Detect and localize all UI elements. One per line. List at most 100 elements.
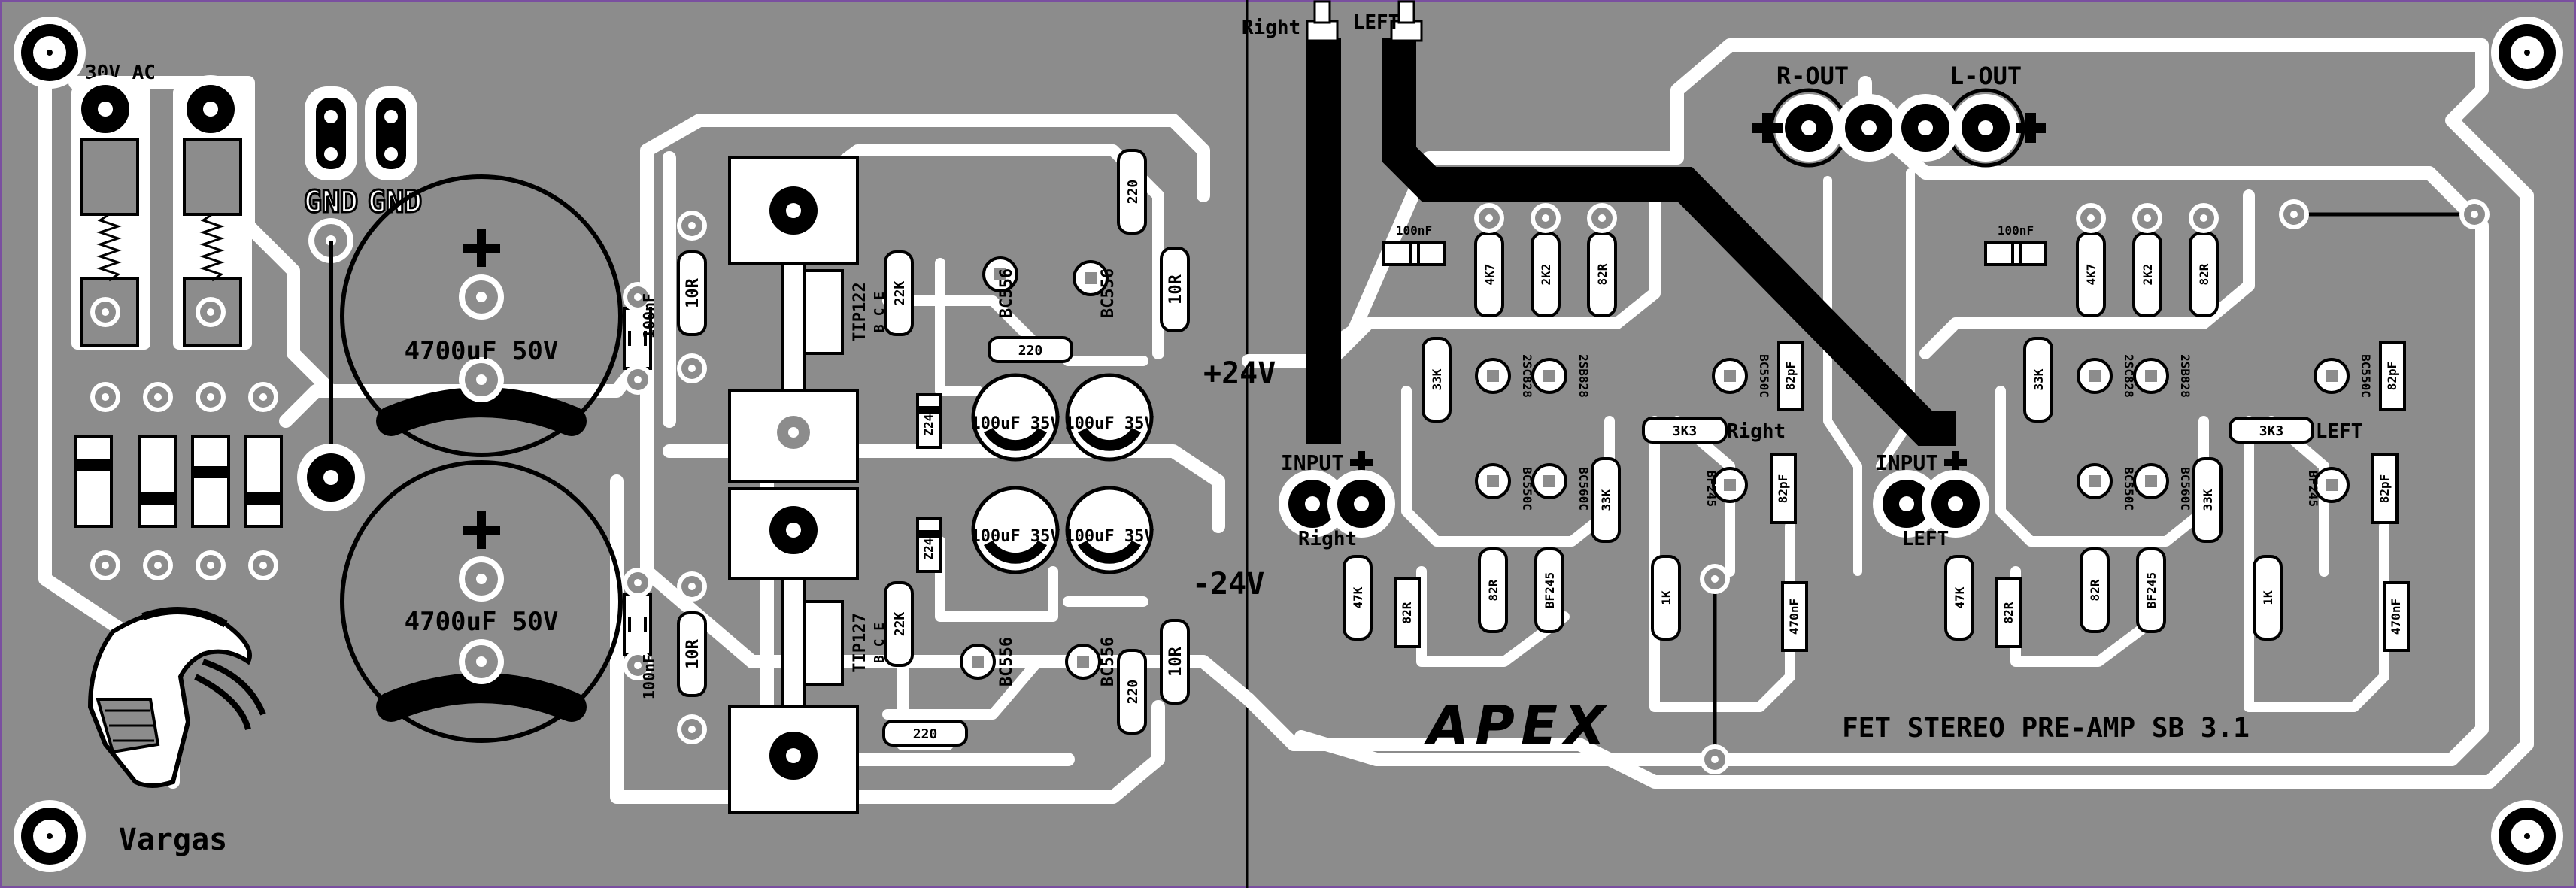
svg-text:47K: 47K — [1952, 586, 1967, 608]
svg-text:3K3: 3K3 — [1673, 423, 1698, 439]
mounting-hole-tl — [14, 17, 86, 89]
svg-text:220: 220 — [1125, 180, 1141, 205]
regulator-plus: 100nF 10R TIP122 B C E 22K BC556 BC556 2… — [623, 149, 1276, 483]
plus-rail-label: +24V — [1203, 356, 1276, 391]
svg-text:47K: 47K — [1351, 586, 1365, 608]
svg-text:100nF: 100nF — [1396, 223, 1432, 238]
svg-text:33K: 33K — [2031, 368, 2046, 390]
svg-text:BC556: BC556 — [1099, 637, 1118, 686]
cap-label-bottom: 4700uF 50V — [405, 607, 559, 637]
svg-text:2K2: 2K2 — [2141, 264, 2155, 286]
svg-text:B C E: B C E — [872, 623, 887, 663]
svg-text:BC560C: BC560C — [2178, 467, 2192, 511]
svg-text:BF245: BF245 — [2144, 572, 2159, 608]
brand-label: APEX — [1423, 694, 1611, 757]
svg-text:33K: 33K — [1599, 489, 1613, 511]
svg-text:82R: 82R — [2197, 263, 2211, 285]
cap-label-top: 4700uF 50V — [405, 336, 559, 366]
svg-text:2SC828: 2SC828 — [2122, 354, 2136, 398]
svg-text:220: 220 — [913, 726, 938, 742]
svg-text:100uF 35V: 100uF 35V — [1064, 527, 1154, 546]
output-wires — [1306, 0, 1956, 446]
svg-text:100nF: 100nF — [640, 293, 658, 338]
svg-text:220: 220 — [1125, 680, 1141, 705]
svg-text:BC556: BC556 — [997, 637, 1016, 686]
r-out-jack: R-OUT — [1752, 62, 1903, 168]
svg-text:100uF 35V: 100uF 35V — [970, 527, 1060, 546]
svg-text:100uF 35V: 100uF 35V — [970, 414, 1060, 433]
svg-text:BC560C: BC560C — [1576, 467, 1591, 511]
left-channel-label: LEFT — [1902, 528, 1949, 550]
svg-text:10R: 10R — [1167, 274, 1185, 304]
svg-text:100nF: 100nF — [640, 654, 658, 699]
svg-text:BC550C: BC550C — [1520, 467, 1534, 511]
svg-text:82R: 82R — [1486, 579, 1500, 601]
svg-text:2K2: 2K2 — [1539, 264, 1553, 286]
top-left-label: LEFT — [1353, 11, 1400, 34]
svg-text:1K: 1K — [2261, 590, 2275, 605]
gnd-label-2: GND — [368, 185, 422, 220]
svg-text:82pF: 82pF — [2385, 362, 2399, 391]
svg-text:BC550C: BC550C — [1757, 354, 1771, 398]
mounting-hole-bl — [14, 800, 86, 872]
gnd-section: GND GND — [297, 86, 423, 511]
svg-text:82R: 82R — [2001, 602, 2016, 623]
svg-text:33K: 33K — [2201, 489, 2215, 511]
ac-input-section: 30V AC — [71, 62, 283, 580]
svg-text:82R: 82R — [2088, 579, 2102, 601]
svg-text:10R: 10R — [684, 277, 702, 308]
author-label: Vargas — [119, 823, 228, 857]
svg-text:TIP127: TIP127 — [851, 613, 869, 672]
svg-text:1K: 1K — [1659, 590, 1673, 605]
svg-text:BF245: BF245 — [1543, 572, 1557, 608]
svg-text:82pF: 82pF — [2377, 474, 2392, 504]
svg-text:Z24: Z24 — [921, 414, 936, 436]
top-right-label: Right — [1242, 17, 1300, 39]
right-tag: Right — [1727, 420, 1786, 443]
minus-rail-label: -24V — [1192, 567, 1264, 602]
svg-text:Z24: Z24 — [921, 538, 936, 560]
left-channel: INPUT LEFT 100nF 4K7 2K2 82R 33K 2SC828 … — [1873, 199, 2490, 652]
mounting-hole-tr — [2491, 17, 2563, 89]
svg-text:2SB828: 2SB828 — [1576, 354, 1591, 398]
svg-text:82R: 82R — [1595, 263, 1610, 285]
l-out-jack: L-OUT — [1892, 62, 2046, 168]
apex-logo: APEX — [1423, 694, 1611, 757]
svg-text:B C E: B C E — [872, 292, 887, 332]
svg-text:22K: 22K — [892, 612, 908, 637]
svg-text:BC550C: BC550C — [2359, 354, 2373, 398]
svg-text:100uF 35V: 100uF 35V — [1064, 414, 1154, 433]
svg-text:BC556: BC556 — [1099, 268, 1118, 318]
svg-text:470nF: 470nF — [2389, 599, 2403, 635]
svg-text:33K: 33K — [1430, 368, 1444, 390]
svg-text:2SB828: 2SB828 — [2178, 354, 2192, 398]
right-channel-label: Right — [1298, 528, 1357, 550]
knight-logo-icon — [87, 607, 266, 788]
svg-text:BC556: BC556 — [997, 268, 1016, 318]
svg-text:BF245: BF245 — [2306, 471, 2320, 507]
svg-text:TIP122: TIP122 — [851, 282, 869, 341]
board-title: FET STEREO PRE-AMP SB 3.1 — [1842, 713, 2250, 744]
mounting-hole-br — [2491, 800, 2563, 872]
svg-text:82R: 82R — [1400, 602, 1414, 623]
svg-text:100nF: 100nF — [1998, 223, 2034, 238]
svg-text:82pF: 82pF — [1783, 362, 1798, 391]
filter-capacitors: 4700uF 50V 4700uF 50V — [340, 174, 623, 743]
svg-text:10R: 10R — [684, 638, 702, 668]
left-tag: LEFT — [2316, 420, 2363, 443]
svg-text:470nF: 470nF — [1787, 599, 1801, 635]
svg-text:220: 220 — [1018, 343, 1043, 359]
svg-text:10R: 10R — [1167, 646, 1185, 676]
svg-text:4K7: 4K7 — [2084, 264, 2098, 286]
svg-text:L-OUT: L-OUT — [1949, 62, 2022, 90]
svg-text:BF245: BF245 — [1704, 471, 1719, 507]
svg-text:3K3: 3K3 — [2259, 423, 2284, 439]
svg-text:4K7: 4K7 — [1482, 264, 1497, 286]
svg-text:82pF: 82pF — [1776, 474, 1790, 504]
svg-text:22K: 22K — [892, 281, 908, 306]
svg-text:BC550C: BC550C — [2122, 467, 2136, 511]
gnd-label-1: GND — [304, 185, 358, 220]
right-channel: INPUT Right 100nF 4K7 2K2 82R 33K 2SC828… — [1279, 203, 1808, 774]
